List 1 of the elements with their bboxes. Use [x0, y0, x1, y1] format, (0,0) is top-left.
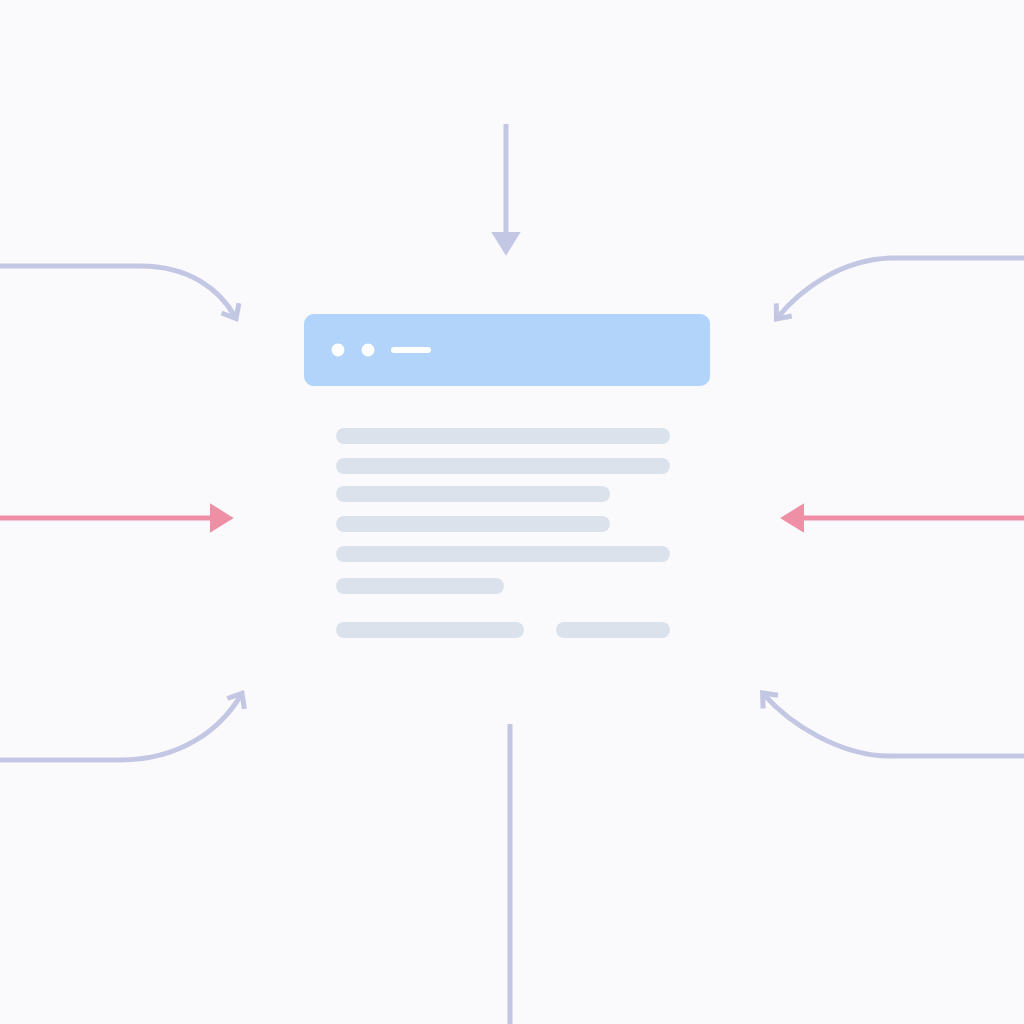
document-drawing [304, 314, 710, 638]
